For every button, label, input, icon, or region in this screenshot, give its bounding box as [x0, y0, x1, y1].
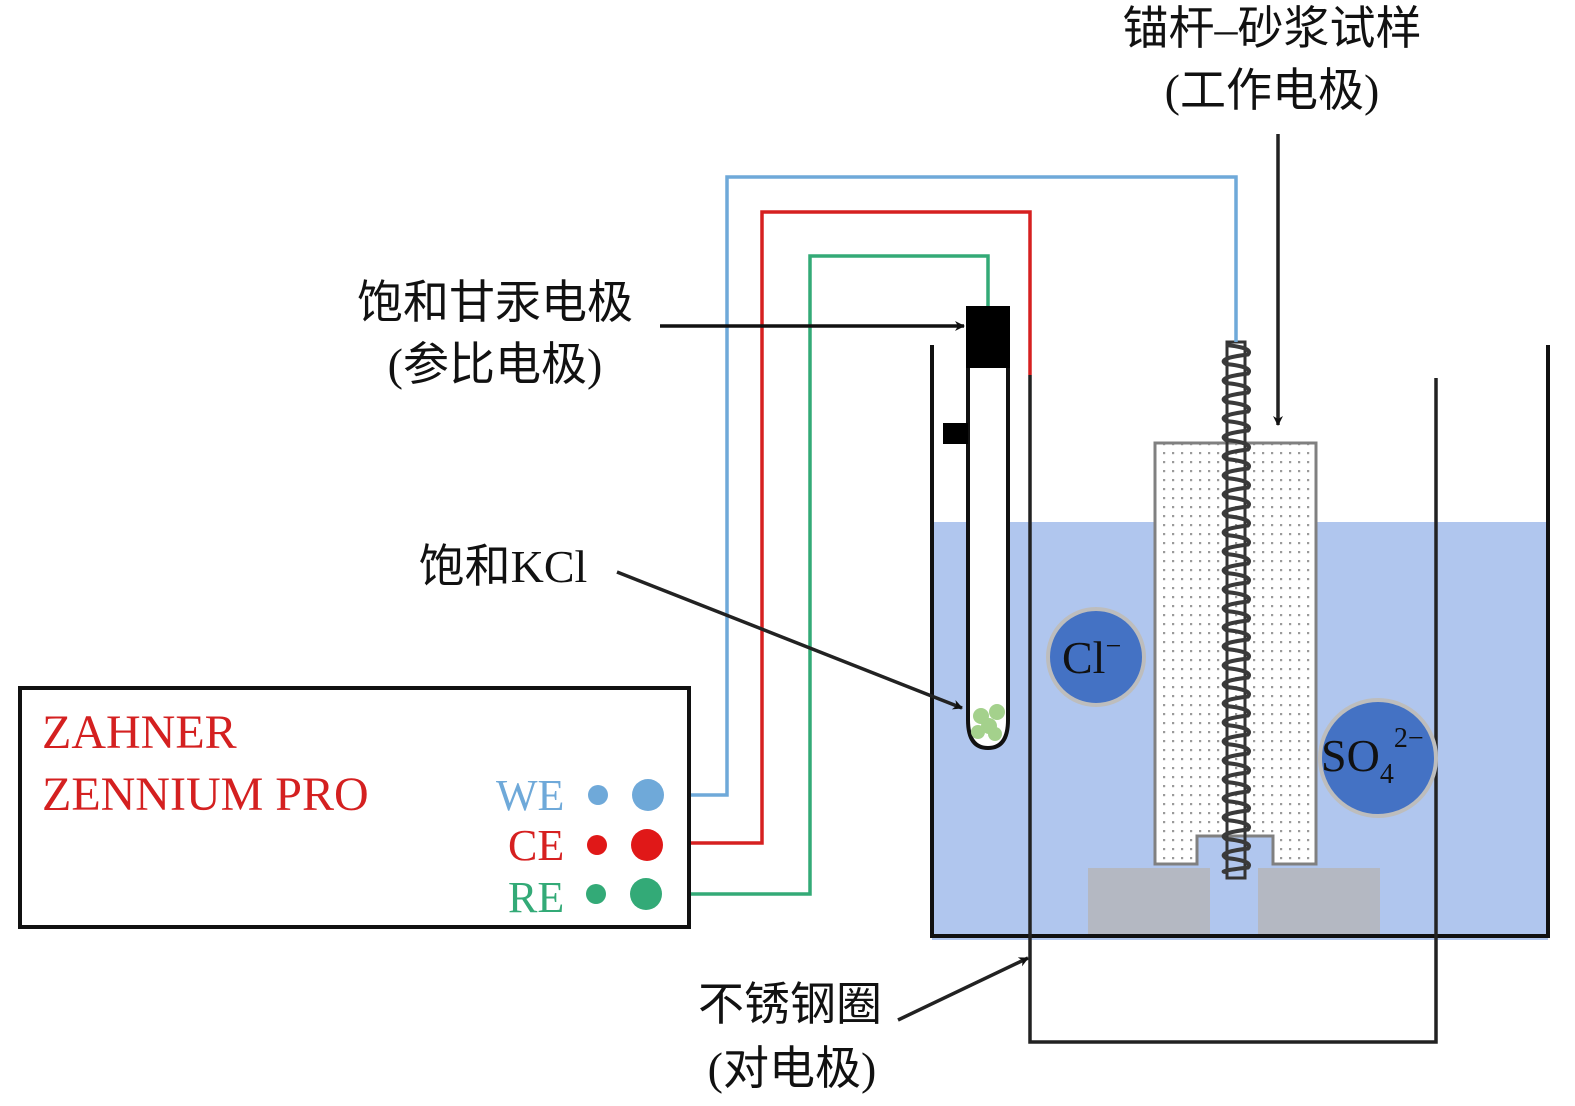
kcl-label: 饱和KCl [419, 541, 588, 592]
device-brand: ZAHNER [42, 706, 237, 759]
wire-ce [688, 210, 1032, 845]
potentiostat: ZAHNER ZENNIUM PRO WE CE RE [18, 686, 691, 929]
calomel-electrode [943, 306, 1010, 751]
wire-we [688, 175, 1238, 797]
arrow-ring [897, 956, 1029, 1022]
wire-re [688, 254, 990, 896]
kcl-crystals [971, 704, 1005, 741]
port-terminal-we[interactable] [632, 779, 664, 811]
sce-label-line1: 饱和甘汞电极 [357, 277, 633, 328]
support-block-left [1088, 868, 1210, 934]
chloride-ion: Cl− [1046, 607, 1146, 707]
support-block-right [1258, 868, 1380, 934]
port-label-we: WE [496, 771, 564, 820]
port-label-ce: CE [508, 821, 564, 870]
ring-label-line1: 不锈钢圈 [698, 979, 882, 1030]
port-indicator-we [588, 785, 608, 805]
port-terminal-ce[interactable] [631, 829, 663, 861]
ring-label-line2: (对电极) [708, 1043, 877, 1094]
rod-thread [1221, 343, 1251, 874]
sulfate-ion: SO42− [1318, 698, 1438, 818]
sulfate-ion-label: SO42− [1321, 723, 1424, 790]
port-label-re: RE [508, 873, 564, 922]
specimen-label-line2: (工作电极) [1165, 65, 1380, 116]
chloride-ion-label: Cl− [1062, 631, 1121, 683]
beaker [930, 345, 1550, 938]
stainless-steel-ring [1028, 375, 1438, 1044]
port-terminal-re[interactable] [630, 878, 662, 910]
mortar-specimen [1153, 441, 1318, 866]
port-indicator-re [586, 884, 606, 904]
specimen-label-line1: 锚杆–砂浆试样 [1123, 3, 1422, 54]
device-model: ZENNIUM PRO [42, 768, 369, 821]
arrow-kcl [616, 570, 963, 710]
port-indicator-ce [587, 835, 607, 855]
sce-label-line2: (参比电极) [388, 339, 603, 390]
